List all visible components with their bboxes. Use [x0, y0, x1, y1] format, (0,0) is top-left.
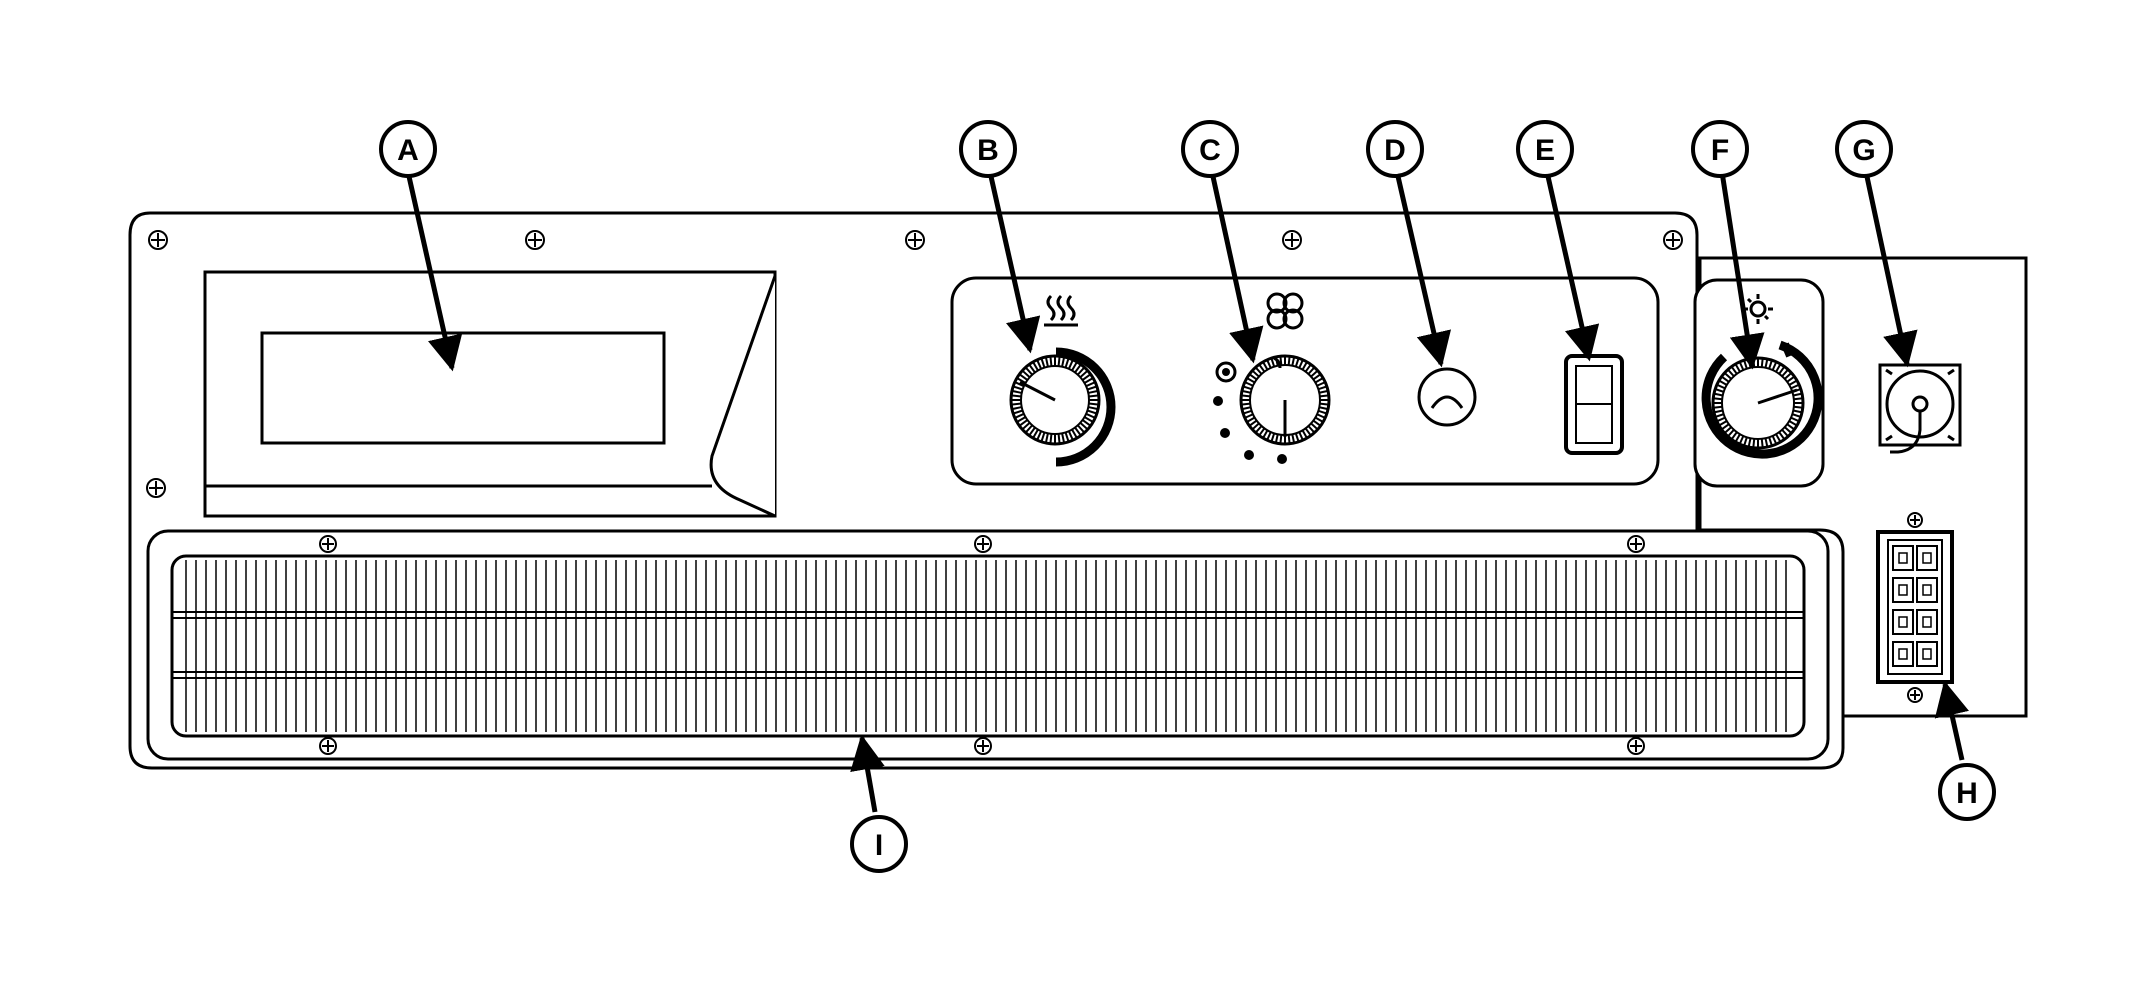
callout-h: H — [1938, 763, 1996, 821]
screw — [319, 737, 337, 755]
screw — [1663, 230, 1683, 250]
screw — [974, 737, 992, 755]
callout-a: A — [379, 120, 437, 178]
screw — [319, 535, 337, 553]
callout-f: F — [1691, 120, 1749, 178]
leader-g — [1863, 171, 1918, 368]
callout-h-label: H — [1956, 777, 1978, 810]
callout-g: G — [1835, 120, 1893, 178]
callout-d-label: D — [1384, 134, 1406, 167]
panel-screws — [146, 230, 1683, 498]
callout-d: D — [1366, 120, 1424, 178]
callout-b: B — [959, 120, 1017, 178]
heat-knob[interactable] — [1009, 347, 1116, 467]
screw — [905, 230, 925, 250]
round-switch[interactable] — [1417, 367, 1477, 427]
leader-e — [1544, 171, 1600, 362]
power-receptacle[interactable] — [1878, 363, 1962, 454]
display-panel — [203, 270, 777, 518]
leader-b — [987, 171, 1041, 354]
screw — [1627, 535, 1645, 553]
connector-block[interactable] — [1876, 512, 1954, 703]
callout-leaders — [405, 171, 1969, 813]
screw — [1627, 737, 1645, 755]
leader-d — [1394, 171, 1452, 368]
callout-a-label: A — [397, 134, 419, 167]
leader-h — [1934, 680, 1969, 761]
screw — [1282, 230, 1302, 250]
callout-f-label: F — [1711, 134, 1729, 167]
heat-icon — [1044, 294, 1078, 327]
rocker-switch[interactable] — [1564, 354, 1624, 455]
screw — [974, 535, 992, 553]
callout-i-label: I — [875, 829, 883, 862]
light-knob[interactable] — [1701, 340, 1823, 459]
callouts: A B C D E F G H — [379, 120, 1996, 873]
leader-a — [405, 171, 463, 372]
screw — [146, 478, 166, 498]
callout-g-label: G — [1852, 134, 1875, 167]
callout-c-label: C — [1199, 134, 1221, 167]
vent-grille — [146, 529, 1830, 761]
screw — [148, 230, 168, 250]
fan-knob[interactable] — [1213, 354, 1331, 464]
callout-e: E — [1516, 120, 1574, 178]
callout-c: C — [1181, 120, 1239, 178]
leader-f — [1719, 171, 1765, 370]
callout-i: I — [850, 815, 908, 873]
display-window — [260, 331, 666, 445]
leader-c — [1209, 171, 1264, 364]
fan-icon — [1266, 292, 1304, 330]
knob-serrations — [1011, 356, 1099, 444]
leader-i — [850, 734, 885, 813]
screw — [525, 230, 545, 250]
callout-e-label: E — [1535, 134, 1555, 167]
knob-serrations — [1241, 356, 1329, 444]
callout-b-label: B — [977, 134, 999, 167]
